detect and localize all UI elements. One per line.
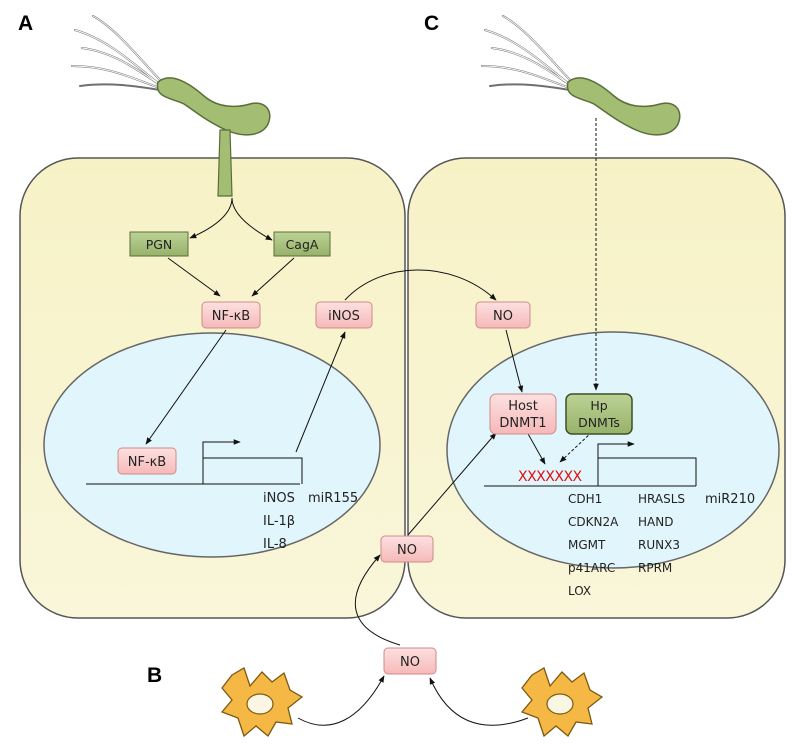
inos-box: iNOS [315, 301, 373, 329]
hp-dnmts-label-line1: Hp [590, 398, 607, 413]
target-mirna-mir155: miR155 [308, 491, 358, 506]
arrow-dnmt1-to-methylation [526, 431, 546, 465]
nucleus-left [43, 332, 381, 558]
pgn-label: PGN [146, 237, 173, 252]
target-gene-il8: IL-8 [263, 537, 287, 552]
arrow-pgn-to-nfkb [167, 257, 221, 297]
arrow-macrophage-right-to-no [429, 677, 529, 726]
no-cytoplasm-label: NO [493, 309, 513, 324]
arrow-to-pgn [189, 197, 233, 239]
no-macrophage-box: NO [383, 647, 437, 675]
inos-label: iNOS [328, 309, 360, 324]
gene-cdkn2a: CDKN2A [568, 515, 619, 529]
arrow-caga-to-nfkb [251, 257, 295, 297]
no-junction-label: NO [397, 543, 417, 558]
hp-dnmts-label-line2: DNMTs [578, 415, 620, 430]
arrow-no-to-dnmt1 [505, 329, 524, 393]
gene-hand: HAND [638, 515, 673, 529]
h-pylori-bacterium-right [481, 15, 681, 136]
gene-rprm: RPRM [638, 561, 672, 575]
panel-letter-b: B [147, 664, 162, 687]
type-iv-secretion-system [217, 129, 233, 197]
arrow-inos-to-no [344, 269, 497, 301]
transcription-start-left [202, 439, 241, 458]
arrow-hp-dnmts-to-methylation [559, 431, 593, 463]
caga-label: CagA [286, 237, 319, 252]
hp-dnmts-box: Hp DNMTs [565, 393, 633, 435]
methylation-marks: XXXXXXX [518, 469, 583, 485]
gene-hrasls: HRASLS [638, 492, 685, 506]
gene-runx3: RUNX3 [638, 538, 680, 552]
host-dnmt1-box: Host DNMT1 [489, 393, 557, 435]
host-dnmt1-label-line1: Host [508, 399, 538, 414]
macrophage-left [220, 667, 304, 738]
pgn-box: PGN [129, 231, 189, 257]
nfkb-cytoplasm-box: NF-κB [201, 301, 261, 329]
gene-mgmt: MGMT [568, 538, 606, 552]
panel-letter-c: C [424, 12, 439, 35]
no-junction-box: NO [380, 535, 434, 563]
gene-p41arc: p41ARC [568, 561, 615, 575]
gene-cdh1: CDH1 [568, 492, 602, 506]
panel-letter-a: A [18, 12, 33, 35]
arrow-to-caga [231, 197, 273, 241]
target-mirna-mir210: miR210 [705, 492, 755, 507]
nfkb-cytoplasm-label: NF-κB [212, 309, 250, 324]
transcription-start-right [597, 441, 635, 458]
arrow-nfkb-translocation [145, 329, 227, 445]
caga-box: CagA [273, 231, 331, 257]
gene-lox: LOX [568, 584, 591, 598]
nfkb-nucleus-label: NF-κB [128, 455, 166, 470]
no-macrophage-label: NO [400, 655, 420, 670]
target-gene-il1b: IL-1β [263, 514, 295, 529]
arrow-no-to-nucleus [407, 432, 497, 536]
host-dnmt1-label-line2: DNMT1 [499, 416, 546, 431]
no-cytoplasm-box: NO [475, 301, 531, 329]
arrow-macrophage-left-to-no [297, 675, 385, 726]
target-gene-inos: iNOS [263, 491, 295, 506]
promoter-right [597, 457, 697, 486]
arrow-no-to-junction [354, 554, 401, 646]
nucleus-right [446, 331, 780, 569]
h-pylori-bacterium-left [71, 15, 271, 136]
arrow-gene-to-inos [295, 331, 346, 453]
promoter-left [202, 457, 303, 484]
nfkb-nucleus-box: NF-κB [117, 447, 177, 475]
macrophage-right [520, 667, 604, 738]
